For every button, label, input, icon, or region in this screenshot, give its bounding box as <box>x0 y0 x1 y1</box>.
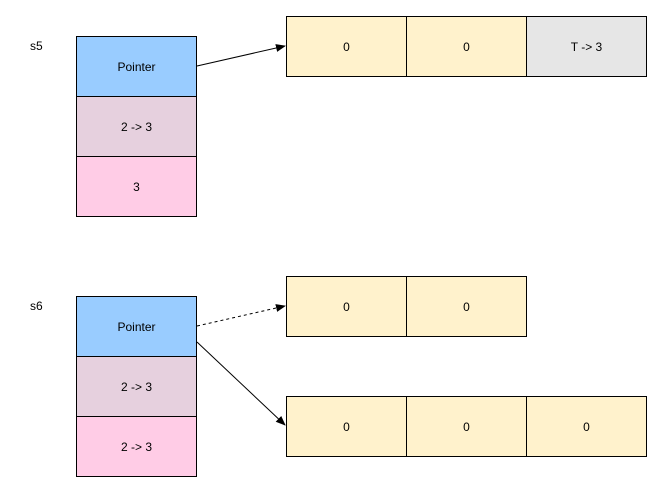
s6-old-array-cell-1: 0 <box>406 276 527 337</box>
s5-pointer-field: Pointer <box>76 36 197 97</box>
s5-label: s5 <box>30 39 43 53</box>
s6-pointer-field: Pointer <box>76 296 197 357</box>
s6-new-array-cell-2: 0 <box>526 396 647 457</box>
s6-label: s6 <box>30 299 43 313</box>
s6-new-pointer-arrow <box>196 341 286 426</box>
s6-new-array-cell-1: 0 <box>406 396 527 457</box>
s5-array-cell-2: T -> 3 <box>526 16 647 77</box>
s6-old-array-cell-0: 0 <box>286 276 407 337</box>
s5-array-cell-0: 0 <box>286 16 407 77</box>
s5-len-field: 2 -> 3 <box>76 96 197 157</box>
s5-cap-field: 3 <box>76 156 197 217</box>
s6-len-field: 2 -> 3 <box>76 356 197 417</box>
s5-array-cell-1: 0 <box>406 16 527 77</box>
s6-new-array-cell-0: 0 <box>286 396 407 457</box>
s6-old-pointer-arrow <box>196 304 286 327</box>
s5-pointer-arrow <box>196 44 286 67</box>
s6-cap-field: 2 -> 3 <box>76 416 197 477</box>
